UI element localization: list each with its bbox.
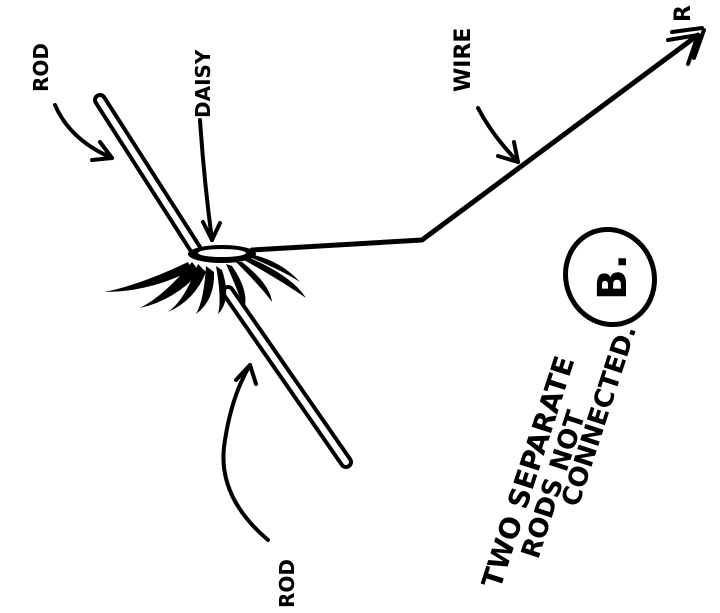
- label-rod-top: ROD: [29, 43, 53, 92]
- daisy-flower: [104, 245, 306, 314]
- arrow-rod-bottom: [223, 365, 268, 540]
- arrow-daisy: [200, 120, 220, 240]
- label-daisy: DAISY: [191, 49, 215, 118]
- arrow-wire: [478, 108, 518, 162]
- panel-badge: B.: [552, 217, 668, 337]
- rod-upper: [100, 100, 196, 250]
- label-wire: WIRE: [451, 28, 476, 92]
- label-rod-bottom: ROD: [275, 559, 299, 608]
- label-offpage: R: [671, 5, 696, 22]
- panel-letter: B.: [590, 254, 636, 300]
